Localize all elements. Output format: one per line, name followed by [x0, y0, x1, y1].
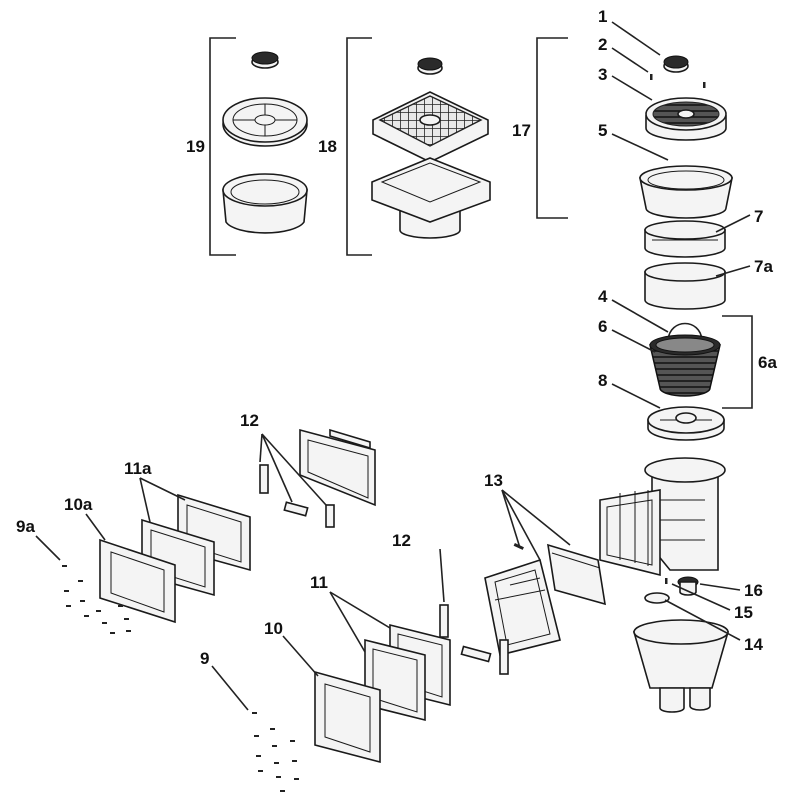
bottom-equalizer-housing — [632, 619, 730, 713]
label-11a: 11a — [124, 459, 152, 478]
label-5: 5 — [598, 121, 607, 140]
weir-door-13 — [547, 543, 606, 606]
label-9: 9 — [200, 649, 209, 668]
label-7: 7 — [754, 207, 763, 226]
label-7a: 7a — [754, 257, 773, 276]
square-deck-lid — [372, 91, 489, 163]
label-4: 4 — [598, 287, 608, 306]
bracket-6a — [722, 315, 753, 409]
label-10a: 10a — [64, 495, 93, 514]
bracket-18 — [346, 37, 372, 256]
skimmer-body — [599, 457, 726, 577]
label-10: 10 — [264, 619, 283, 638]
label-6a: 6a — [758, 353, 777, 372]
round-deck-collar — [222, 173, 308, 234]
label-16: 16 — [744, 581, 763, 600]
gasket-14 — [644, 592, 670, 604]
label-6: 6 — [598, 317, 607, 336]
brace-lower-12 — [439, 604, 509, 675]
label-19: 19 — [186, 137, 205, 156]
screws-2 — [650, 74, 706, 88]
brace-upper-12 — [259, 464, 335, 528]
label-8: 8 — [598, 371, 607, 390]
lid-cap-1 — [663, 55, 689, 73]
screw-15 — [665, 578, 668, 584]
label-14: 14 — [744, 635, 763, 654]
label-12-lower: 12 — [392, 531, 411, 550]
screws-9a — [62, 565, 131, 634]
label-12-upper: 12 — [240, 411, 259, 430]
collar-ring-7 — [644, 220, 726, 258]
skimmer-throat-13 — [484, 558, 561, 656]
label-15: 15 — [734, 603, 753, 622]
callout-labels: 1 2 3 5 17 18 19 7 7a 4 6 6a 8 12 11a 13… — [16, 7, 777, 668]
label-3: 3 — [598, 65, 607, 84]
screws-9 — [252, 712, 299, 792]
bracket-17 — [536, 37, 568, 219]
round-lid-cap — [251, 51, 279, 69]
label-11: 11 — [310, 573, 328, 592]
drain-plug-16 — [677, 576, 699, 596]
bracket-19 — [209, 37, 236, 256]
face-plate-10 — [314, 670, 381, 764]
collar-ring-7a — [644, 262, 726, 310]
adjustable-collar-5 — [639, 165, 733, 219]
skimmer-basket-6 — [649, 334, 721, 397]
label-17: 17 — [512, 121, 531, 140]
label-9a: 9a — [16, 517, 35, 536]
flapper-valve-8 — [647, 406, 725, 441]
square-deck-collar — [371, 157, 491, 239]
square-lid-cap — [417, 57, 443, 75]
face-plate-10a — [99, 538, 176, 624]
label-1: 1 — [598, 7, 607, 26]
basket-handle-4 — [667, 322, 703, 341]
skimmer-lid-3 — [645, 97, 727, 141]
round-deck-lid — [222, 97, 308, 147]
label-18: 18 — [318, 137, 337, 156]
label-2: 2 — [598, 35, 607, 54]
throat-extension-upper — [299, 428, 376, 507]
leader-lines — [35, 21, 751, 711]
label-13: 13 — [484, 471, 503, 490]
